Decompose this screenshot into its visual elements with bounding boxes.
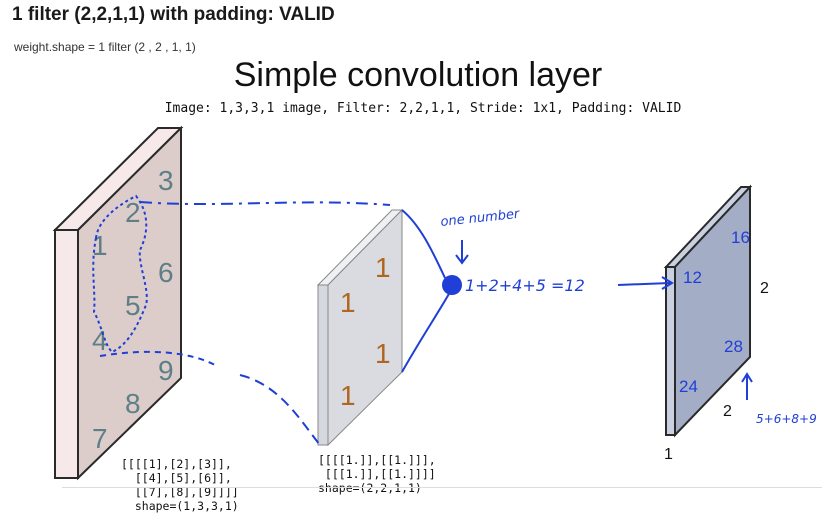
image-front-face bbox=[77, 125, 182, 481]
connector-lines bbox=[99, 201, 753, 446]
output-dim-right: 2 bbox=[760, 280, 769, 297]
slide-title: Simple convolution layer bbox=[233, 56, 603, 94]
slide-subtitle: Image: 1,3,3,1 image, Filter: 2,2,1,1, S… bbox=[164, 101, 682, 116]
filter-array-line: shape=(2,2,1,1) bbox=[318, 481, 422, 495]
output-number: 24 bbox=[679, 377, 698, 396]
weight-shape-text: weight.shape = 1 filter (2 , 2 , 1, 1) bbox=[14, 40, 196, 54]
bottom-dashed-connector bbox=[99, 350, 216, 366]
output-dim-left: 1 bbox=[664, 446, 673, 463]
image-number: 9 bbox=[158, 355, 174, 386]
bottom-left-connector bbox=[239, 374, 321, 446]
image-number: 7 bbox=[92, 423, 108, 454]
image-number: 5 bbox=[125, 290, 141, 321]
image-number: 6 bbox=[158, 257, 174, 288]
one-number-pointer-head bbox=[455, 254, 469, 265]
equation-annotation: 1+2+4+5 =12 bbox=[465, 276, 585, 295]
image-number: 2 bbox=[125, 197, 141, 228]
image-side-face bbox=[54, 229, 79, 479]
image-number: 3 bbox=[158, 165, 174, 196]
sum-bottom-arrowhead bbox=[741, 372, 753, 383]
top-dashed-connector bbox=[139, 201, 391, 206]
one-number-annotation: one number bbox=[440, 207, 522, 230]
filter-block: 1 1 1 1 bbox=[316, 208, 404, 447]
output-number: 16 bbox=[731, 228, 750, 247]
bottom-divider bbox=[62, 487, 822, 488]
result-dot bbox=[442, 275, 462, 295]
filter-number: 1 bbox=[375, 252, 391, 283]
image-block: 1 2 3 4 5 6 7 8 9 bbox=[52, 125, 184, 481]
equation-arrowhead bbox=[661, 276, 674, 290]
sum-bottom-annotation: 5+6+8+9 bbox=[756, 412, 817, 426]
filter-to-dot-top bbox=[401, 209, 446, 279]
filter-number: 1 bbox=[375, 338, 391, 369]
image-array-line: [[7],[8],[9]]]] bbox=[121, 485, 239, 499]
receptive-field-outline bbox=[92, 194, 148, 354]
equation-to-output-arrow bbox=[617, 282, 671, 286]
image-array-line: [[[[1],[2],[3]], bbox=[121, 457, 232, 471]
output-side-face bbox=[665, 266, 676, 436]
filter-array-line: [[[[1.]],[[1.]]], bbox=[318, 453, 436, 467]
filter-to-dot-bottom bbox=[401, 291, 451, 373]
output-number: 12 bbox=[683, 268, 702, 287]
output-number: 28 bbox=[724, 337, 743, 356]
filter-side-face bbox=[317, 284, 329, 446]
page-heading: 1 filter (2,2,1,1) with padding: VALID bbox=[12, 4, 335, 25]
filter-number: 1 bbox=[340, 380, 356, 411]
image-array-line: shape=(1,3,3,1) bbox=[121, 499, 239, 513]
output-front-face bbox=[674, 184, 751, 438]
output-block: 12 16 24 28 2 2 1 bbox=[663, 184, 769, 463]
image-number: 8 bbox=[125, 388, 141, 419]
filter-array-line: [[[1.]],[[1.]]]] bbox=[318, 467, 436, 481]
image-array-line: [[4],[5],[6]], bbox=[121, 471, 232, 485]
output-dim-bottom: 2 bbox=[723, 403, 732, 420]
image-number: 4 bbox=[92, 325, 108, 356]
filter-number: 1 bbox=[340, 287, 356, 318]
